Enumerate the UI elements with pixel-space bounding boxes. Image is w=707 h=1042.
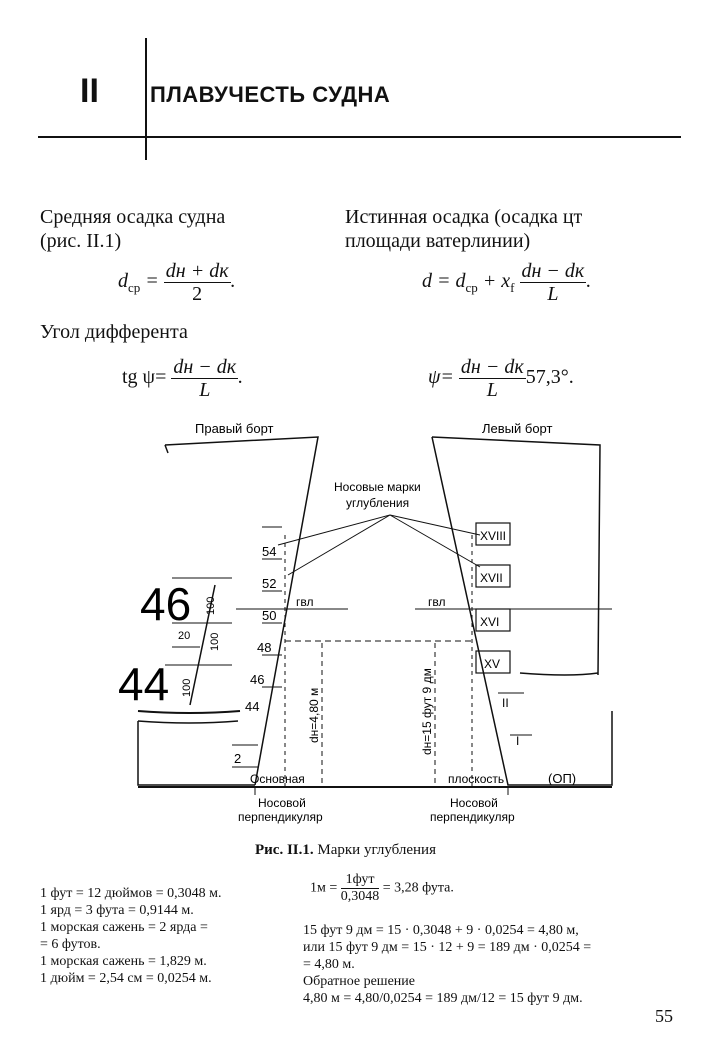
dim-100-upper: 100 bbox=[205, 597, 217, 615]
fraction-numerator: dн − dк bbox=[171, 356, 239, 379]
unit-line: 1 дюйм = 2,54 см = 0,0254 м. bbox=[40, 971, 212, 986]
perp-label-left-1: Носовой bbox=[258, 796, 306, 810]
mean-draft-label-line1: Средняя осадка судна bbox=[40, 206, 226, 228]
formula-symbol: d bbox=[118, 270, 128, 293]
equals: = bbox=[145, 270, 159, 293]
starboard-stem-line bbox=[164, 436, 319, 786]
draft-label-left: dн=4,80 м bbox=[307, 688, 321, 743]
fraction: dн − dк L bbox=[519, 260, 587, 305]
trim-angle-formula: ψ= dн − dк L 57,3°. bbox=[428, 356, 574, 401]
fraction: dн − dк L bbox=[171, 356, 239, 401]
perp-label-right-1: Носовой bbox=[450, 796, 498, 810]
mark-II: II bbox=[502, 696, 509, 710]
unit-line: 1 морская сажень = 1,829 м. bbox=[40, 954, 207, 969]
fraction: dн − dк L bbox=[458, 356, 526, 401]
mark-XVI: XVI bbox=[480, 615, 499, 629]
conversion-example: 15 фут 9 дм = 15 · 0,3048 + 9 · 0,0254 =… bbox=[303, 922, 591, 1007]
mark-48: 48 bbox=[257, 640, 271, 655]
example-line: или 15 фут 9 дм = 15 · 12 + 9 = 189 дм ·… bbox=[303, 940, 592, 955]
mark-XVIII: XVIII bbox=[480, 529, 506, 543]
mark-52: 52 bbox=[262, 576, 276, 591]
baseline-label-right: плоскость bbox=[448, 772, 504, 786]
starboard-label: Правый борт bbox=[195, 421, 274, 436]
example-line: 4,80 м = 4,80/0,0254 = 189 дм/12 = 15 фу… bbox=[303, 991, 583, 1006]
op-label: (ОП) bbox=[548, 771, 576, 786]
figure-caption: Рис. II.1. Марки углубления bbox=[255, 842, 436, 859]
fraction-denominator: L bbox=[486, 379, 498, 401]
baseline-label-left: Основная bbox=[250, 772, 305, 786]
page-number: 55 bbox=[655, 1006, 673, 1026]
chapter-title: ПЛАВУЧЕСТЬ СУДНА bbox=[150, 82, 391, 107]
unit-line: 1 фут = 12 дюймов = 0,3048 м. bbox=[40, 886, 222, 901]
mean-draft-ref: (рис. II.1) bbox=[40, 230, 122, 252]
conversion-lhs: 1м = bbox=[310, 880, 338, 896]
big-mark-46: 46 bbox=[140, 578, 191, 630]
meter-conversion: 1м = 1фут 0,3048 = 3,28 фута. bbox=[310, 872, 454, 905]
true-draft-label: Истинная осадка (осадка цт площади ватер… bbox=[345, 205, 582, 253]
dim-100-middle: 100 bbox=[209, 633, 221, 651]
bow-marks-label-2: углубления bbox=[346, 496, 409, 510]
unit-line: = 6 футов. bbox=[40, 937, 101, 952]
true-draft-label-line2: площади ватерлинии) bbox=[345, 230, 531, 252]
fraction-denominator: L bbox=[547, 283, 559, 305]
example-line: = 4,80 м. bbox=[303, 957, 355, 972]
header-horizontal-rule bbox=[38, 136, 681, 138]
mark-50: 50 bbox=[262, 608, 276, 623]
bow-marks-label-1: Носовые марки bbox=[334, 480, 421, 494]
formula-lhs: ψ= bbox=[428, 366, 454, 389]
fraction: 1фут 0,3048 bbox=[340, 872, 380, 905]
fraction-denominator: 0,3048 bbox=[340, 889, 380, 904]
dim-100-lower: 100 bbox=[181, 679, 193, 697]
dim-20: 20 bbox=[178, 630, 190, 642]
big-mark-44: 44 bbox=[118, 658, 169, 710]
fraction: dн + dк 2 bbox=[163, 260, 231, 305]
formula-lhs: tg ψ= bbox=[122, 366, 167, 389]
fraction-numerator: dн − dк bbox=[519, 260, 587, 283]
draft-label-right: dн=15 фут 9 дм bbox=[420, 668, 434, 755]
mark-I: I bbox=[516, 734, 519, 748]
draft-marks-figure: Правый борт Левый борт Носовые марки угл… bbox=[118, 421, 613, 824]
unit-line: 1 ярд = 3 фута = 0,9144 м. bbox=[40, 903, 194, 918]
trim-tan-formula: tg ψ= dн − dк L . bbox=[122, 356, 244, 401]
mark-44: 44 bbox=[245, 699, 259, 714]
fraction-denominator: L bbox=[199, 379, 211, 401]
mean-draft-label: Средняя осадка судна (рис. II.1) bbox=[40, 205, 225, 253]
waterline-label-left: гвл bbox=[296, 595, 313, 609]
mark-46: 46 bbox=[250, 672, 264, 687]
mark-XV: XV bbox=[484, 657, 500, 671]
formula-mid: + x bbox=[477, 270, 511, 293]
fraction-numerator: dн + dк bbox=[163, 260, 231, 283]
formula-subscript: f bbox=[510, 280, 515, 296]
perp-label-right-2: перпендикуляр bbox=[430, 810, 515, 824]
mark-XVII: XVII bbox=[480, 571, 503, 585]
fraction-numerator: dн − dк bbox=[458, 356, 526, 379]
true-draft-formula: d = dср + xf dн − dк L . bbox=[422, 260, 592, 305]
units-list: 1 фут = 12 дюймов = 0,3048 м. 1 ярд = 3 … bbox=[40, 885, 222, 987]
chapter-number: II bbox=[80, 72, 99, 110]
formula-lhs: d = d bbox=[422, 270, 466, 293]
unit-line: 1 морская сажень = 2 ярда = bbox=[40, 920, 208, 935]
perp-label-left-2: перпендикуляр bbox=[238, 810, 323, 824]
header-vertical-rule bbox=[145, 38, 147, 160]
example-line: Обратное решение bbox=[303, 974, 415, 989]
mean-draft-formula: dср = dн + dк 2 . bbox=[118, 260, 236, 305]
port-label: Левый борт bbox=[482, 421, 553, 436]
example-line: 15 фут 9 дм = 15 · 0,3048 + 9 · 0,0254 =… bbox=[303, 923, 579, 938]
trim-angle-label: Угол дифферента bbox=[40, 321, 188, 343]
port-side-line bbox=[431, 436, 601, 676]
true-draft-label-line1: Истинная осадка (осадка цт bbox=[345, 206, 583, 228]
waterline-label-right: гвл bbox=[428, 595, 445, 609]
conversion-rhs: = 3,28 фута. bbox=[382, 880, 454, 896]
fraction-denominator: 2 bbox=[192, 283, 203, 305]
fraction-numerator: 1фут bbox=[340, 872, 380, 889]
formula-subscript: ср bbox=[128, 280, 141, 296]
mark-2: 2 bbox=[234, 751, 241, 766]
mark-54: 54 bbox=[262, 544, 276, 559]
formula-tail: 57,3°. bbox=[525, 366, 574, 389]
caption-number: Рис. II.1. bbox=[255, 842, 314, 858]
caption-text: Марки углубления bbox=[313, 842, 436, 858]
